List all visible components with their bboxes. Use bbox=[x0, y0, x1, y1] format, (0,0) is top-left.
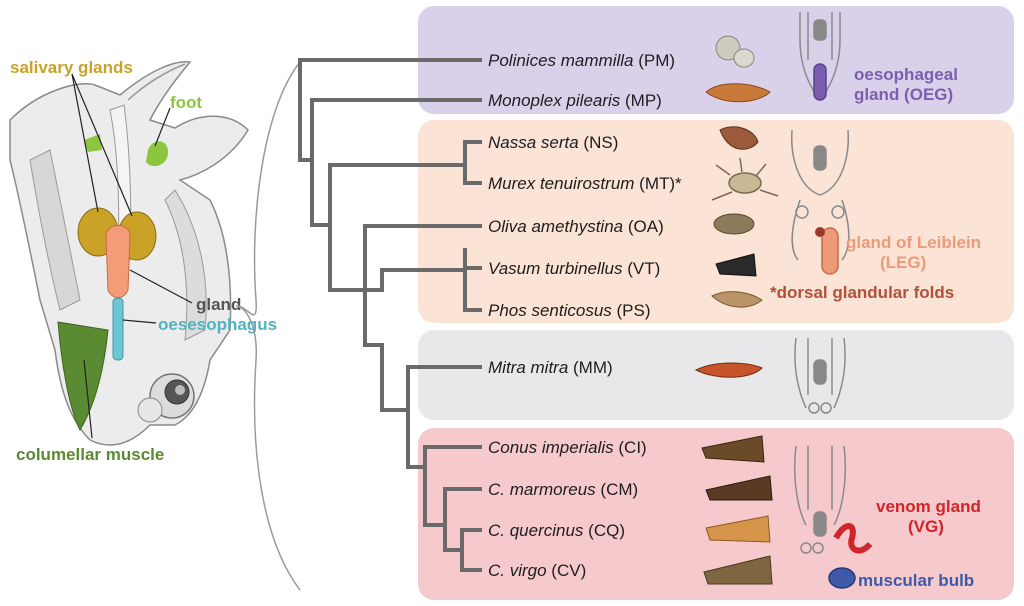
label-oeg-line1: oesophageal bbox=[854, 65, 958, 84]
label-dorsal-folds: *dorsal glandular folds bbox=[770, 283, 954, 302]
label-oeg-line2: gland (OEG) bbox=[854, 85, 953, 104]
species-label: Oliva amethystina (OA) bbox=[488, 217, 664, 236]
shell-icon bbox=[703, 555, 773, 585]
shell-icon bbox=[694, 362, 763, 378]
schematic-vg bbox=[793, 445, 873, 589]
species-labels: Polinices mammilla (PM) Monoplex pileari… bbox=[488, 51, 682, 580]
label-salivary-glands: salivary glands bbox=[10, 58, 133, 77]
species-label: Nassa serta (NS) bbox=[488, 133, 618, 152]
oesophagus-shape bbox=[112, 297, 124, 361]
species-label: Phos senticosus (PS) bbox=[488, 301, 651, 320]
label-foot: foot bbox=[170, 93, 202, 112]
label-oesophagus: oesesophagus bbox=[158, 315, 277, 334]
label-leg-line1: gland of Leiblein bbox=[846, 233, 981, 252]
species-label: Murex tenuirostrum (MT)* bbox=[488, 174, 682, 193]
schematic-oeg bbox=[799, 12, 841, 101]
shell-icon bbox=[701, 435, 765, 463]
species-label: C. marmoreus (CM) bbox=[488, 480, 638, 499]
species-label: C. virgo (CV) bbox=[488, 561, 586, 580]
species-label: Conus imperialis (CI) bbox=[488, 438, 647, 457]
shell-icon bbox=[713, 213, 755, 235]
shell-icon bbox=[705, 515, 771, 543]
shell-icon bbox=[715, 253, 757, 277]
shell-icon bbox=[705, 475, 773, 501]
anatomy-illustration: salivary glands foot gland oesesophagus … bbox=[9, 58, 277, 464]
species-label: Polinices mammilla (PM) bbox=[488, 51, 675, 70]
muscular-bulb-shape bbox=[828, 567, 856, 589]
shell-images bbox=[694, 35, 779, 585]
species-label: Mitra mitra (MM) bbox=[488, 358, 613, 377]
species-label: Monoplex pilearis (MP) bbox=[488, 91, 662, 110]
columellar-muscle-shape bbox=[57, 321, 109, 432]
foot-shape bbox=[84, 134, 102, 152]
label-vg-line2: (VG) bbox=[908, 517, 944, 536]
label-vg-line1: venom gland bbox=[876, 497, 981, 516]
shell-icon bbox=[719, 126, 759, 150]
shell-icon bbox=[711, 157, 779, 201]
schematic-leg bbox=[791, 129, 850, 275]
species-label: C. quercinus (CQ) bbox=[488, 521, 625, 540]
panel-venom-gland bbox=[418, 428, 1014, 600]
phylogenetic-tree bbox=[298, 58, 482, 572]
shell-icon bbox=[715, 35, 755, 68]
label-columellar-muscle: columellar muscle bbox=[16, 445, 164, 464]
label-gland: gland bbox=[196, 295, 241, 314]
label-muscular-bulb: muscular bulb bbox=[858, 571, 974, 590]
schematic-mitra bbox=[794, 337, 846, 414]
gland-shape bbox=[105, 225, 131, 298]
panel-oesophageal-gland bbox=[418, 6, 1014, 114]
label-leg-line2: (LEG) bbox=[880, 253, 926, 272]
shell-icon bbox=[705, 83, 771, 103]
species-label: Vasum turbinellus (VT) bbox=[488, 259, 660, 278]
shell-icon bbox=[711, 291, 763, 308]
brace-connector bbox=[235, 61, 301, 591]
